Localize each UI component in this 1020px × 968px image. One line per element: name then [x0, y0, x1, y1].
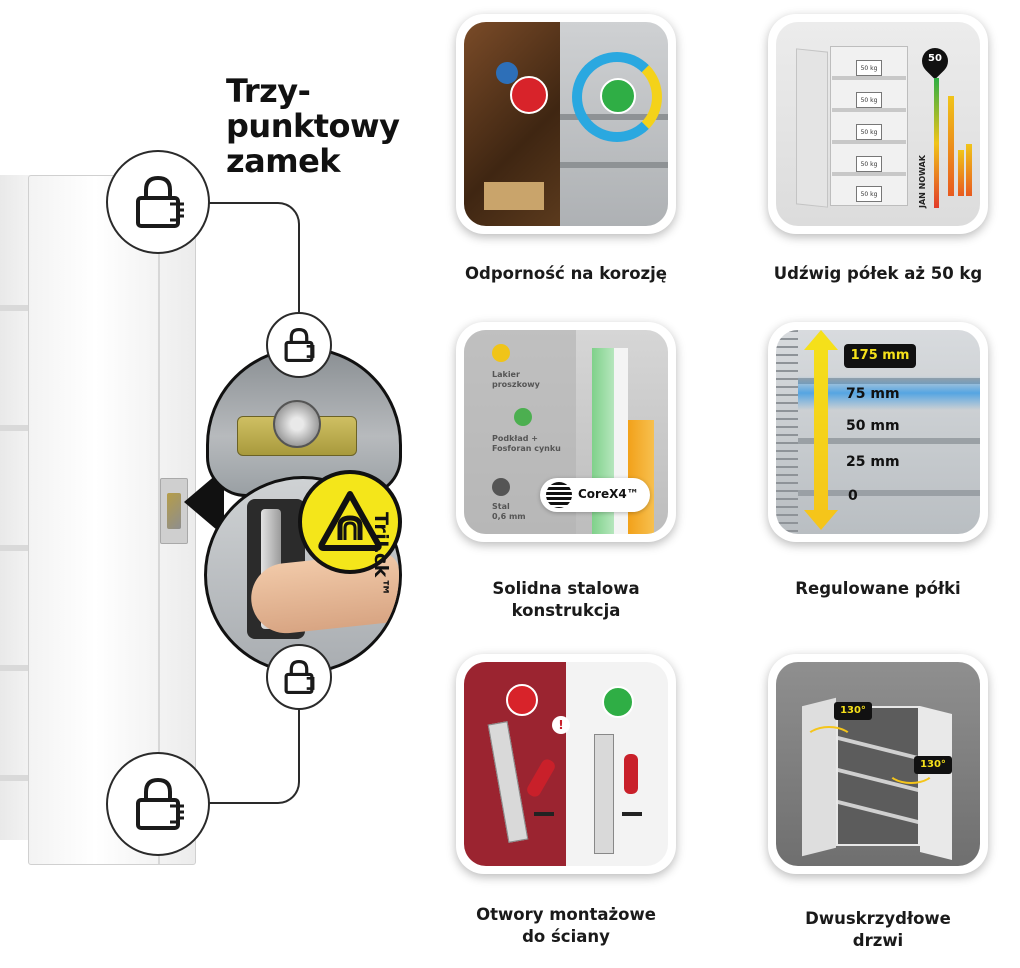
- feature-caption: Odporność na korozję: [465, 264, 667, 283]
- shelf-capacity-image: 50 kg 50 kg 50 kg 50 kg 50 kg 50 JAN NOW…: [776, 22, 980, 226]
- trilock-triangle-icon: [318, 491, 382, 551]
- scale-tick: 25 mm: [846, 454, 900, 470]
- recycle-arrows-icon: [572, 52, 662, 142]
- scale-tick: 0: [848, 488, 858, 504]
- weight-icon: 50 kg: [856, 124, 882, 140]
- corrosion-image: [464, 22, 668, 226]
- feature-card-corrosion: [456, 14, 676, 234]
- padlock-icon: [136, 175, 184, 228]
- feature-caption: Solidna stalowa konstrukcja: [492, 579, 640, 620]
- scale-tick: 75 mm: [846, 386, 900, 402]
- lock-title: Trzy- punktowy zamek: [226, 72, 400, 180]
- open-door: [796, 48, 828, 208]
- lock-point-bottom: [106, 752, 210, 856]
- primer-icon: [514, 408, 532, 426]
- lock-title-line: Trzy-: [226, 72, 311, 110]
- scale-top-label: 175 mm: [844, 344, 916, 368]
- door-angle-right: 130°: [914, 756, 952, 774]
- wall-mounting-image: !: [464, 662, 668, 866]
- lock-point-middle: [266, 312, 332, 378]
- steel-sheet-icon: [492, 478, 510, 496]
- child-figure: [624, 754, 638, 794]
- lock-point-top: [106, 150, 210, 254]
- feature-card-wall-mounting: !: [456, 654, 676, 874]
- layer-label: Stal 0,6 mm: [492, 502, 526, 521]
- padlock-icon: [284, 327, 315, 363]
- feature-caption: Dwuskrzydłowe drzwi: [805, 909, 951, 950]
- feature-card-adjustable-shelves: 175 mm 75 mm 50 mm 25 mm 0: [768, 322, 988, 542]
- lock-title-line: punktowy: [226, 107, 400, 145]
- trilock-label: TriLck™: [370, 512, 392, 598]
- wire-top: [202, 202, 300, 330]
- door-seam: [158, 178, 160, 864]
- feature-card-shelf-capacity: 50 kg 50 kg 50 kg 50 kg 50 kg 50 JAN NOW…: [768, 14, 988, 234]
- cabinet-interior: [836, 706, 920, 846]
- weight-icon: 50 kg: [856, 60, 882, 76]
- scale-tick: 50 mm: [846, 418, 900, 434]
- trilock-badge: [298, 470, 402, 574]
- padlock-icon: [284, 659, 315, 695]
- sad-face-icon: [506, 684, 538, 716]
- rusty-wood-cabinet: [464, 22, 560, 226]
- double-arrow-vertical-icon: [804, 330, 838, 530]
- right-door: [920, 706, 952, 860]
- capacity-gauge: [934, 78, 939, 208]
- corex4-badge: CoreX4™: [540, 478, 650, 512]
- lock-point-lower: [266, 644, 332, 710]
- feature-caption: Udźwig półek aż 50 kg: [773, 264, 983, 283]
- layer-label: Podkład + Fosforan cynku: [492, 434, 561, 453]
- feature-caption: Regulowane półki: [795, 579, 961, 598]
- warning-icon: !: [552, 716, 570, 734]
- door-angle-left: 130°: [834, 702, 872, 720]
- double-door-image: 130° 130°: [776, 662, 980, 866]
- weight-icon: 50 kg: [856, 156, 882, 172]
- weight-icon: 50 kg: [856, 186, 882, 202]
- water-drop-icon: [496, 62, 518, 84]
- feature-card-double-door: 130° 130°: [768, 654, 988, 874]
- corex4-logo-icon: [546, 482, 572, 508]
- weight-badge: 50: [928, 53, 942, 64]
- layer-label: Lakier proszkowy: [492, 370, 540, 389]
- wire-bottom: [202, 700, 300, 804]
- weight-icon: 50 kg: [856, 92, 882, 108]
- feature-caption: Otwory montażowe do ściany: [476, 905, 656, 946]
- adjustable-shelves-image: 175 mm 75 mm 50 mm 25 mm 0: [776, 330, 980, 534]
- door-angle-arrow-icon: [804, 726, 854, 756]
- padlock-icon: [136, 777, 184, 830]
- happy-face-icon: [600, 78, 636, 114]
- lock-cylinder: [273, 400, 321, 448]
- steel-layers-image: Lakier proszkowy Podkład + Fosforan cynk…: [464, 330, 668, 534]
- left-door: [802, 697, 836, 857]
- happy-face-icon: [602, 686, 634, 718]
- door-latch: [160, 478, 188, 544]
- feature-card-steel-construction: Lakier proszkowy Podkład + Fosforan cynk…: [456, 322, 676, 542]
- sad-face-icon: [510, 76, 548, 114]
- brand-label: JAN NOWAK: [918, 155, 927, 208]
- lock-title-line: zamek: [226, 142, 341, 180]
- spray-can-icon: [492, 344, 510, 362]
- anchored-cabinet: [594, 734, 614, 854]
